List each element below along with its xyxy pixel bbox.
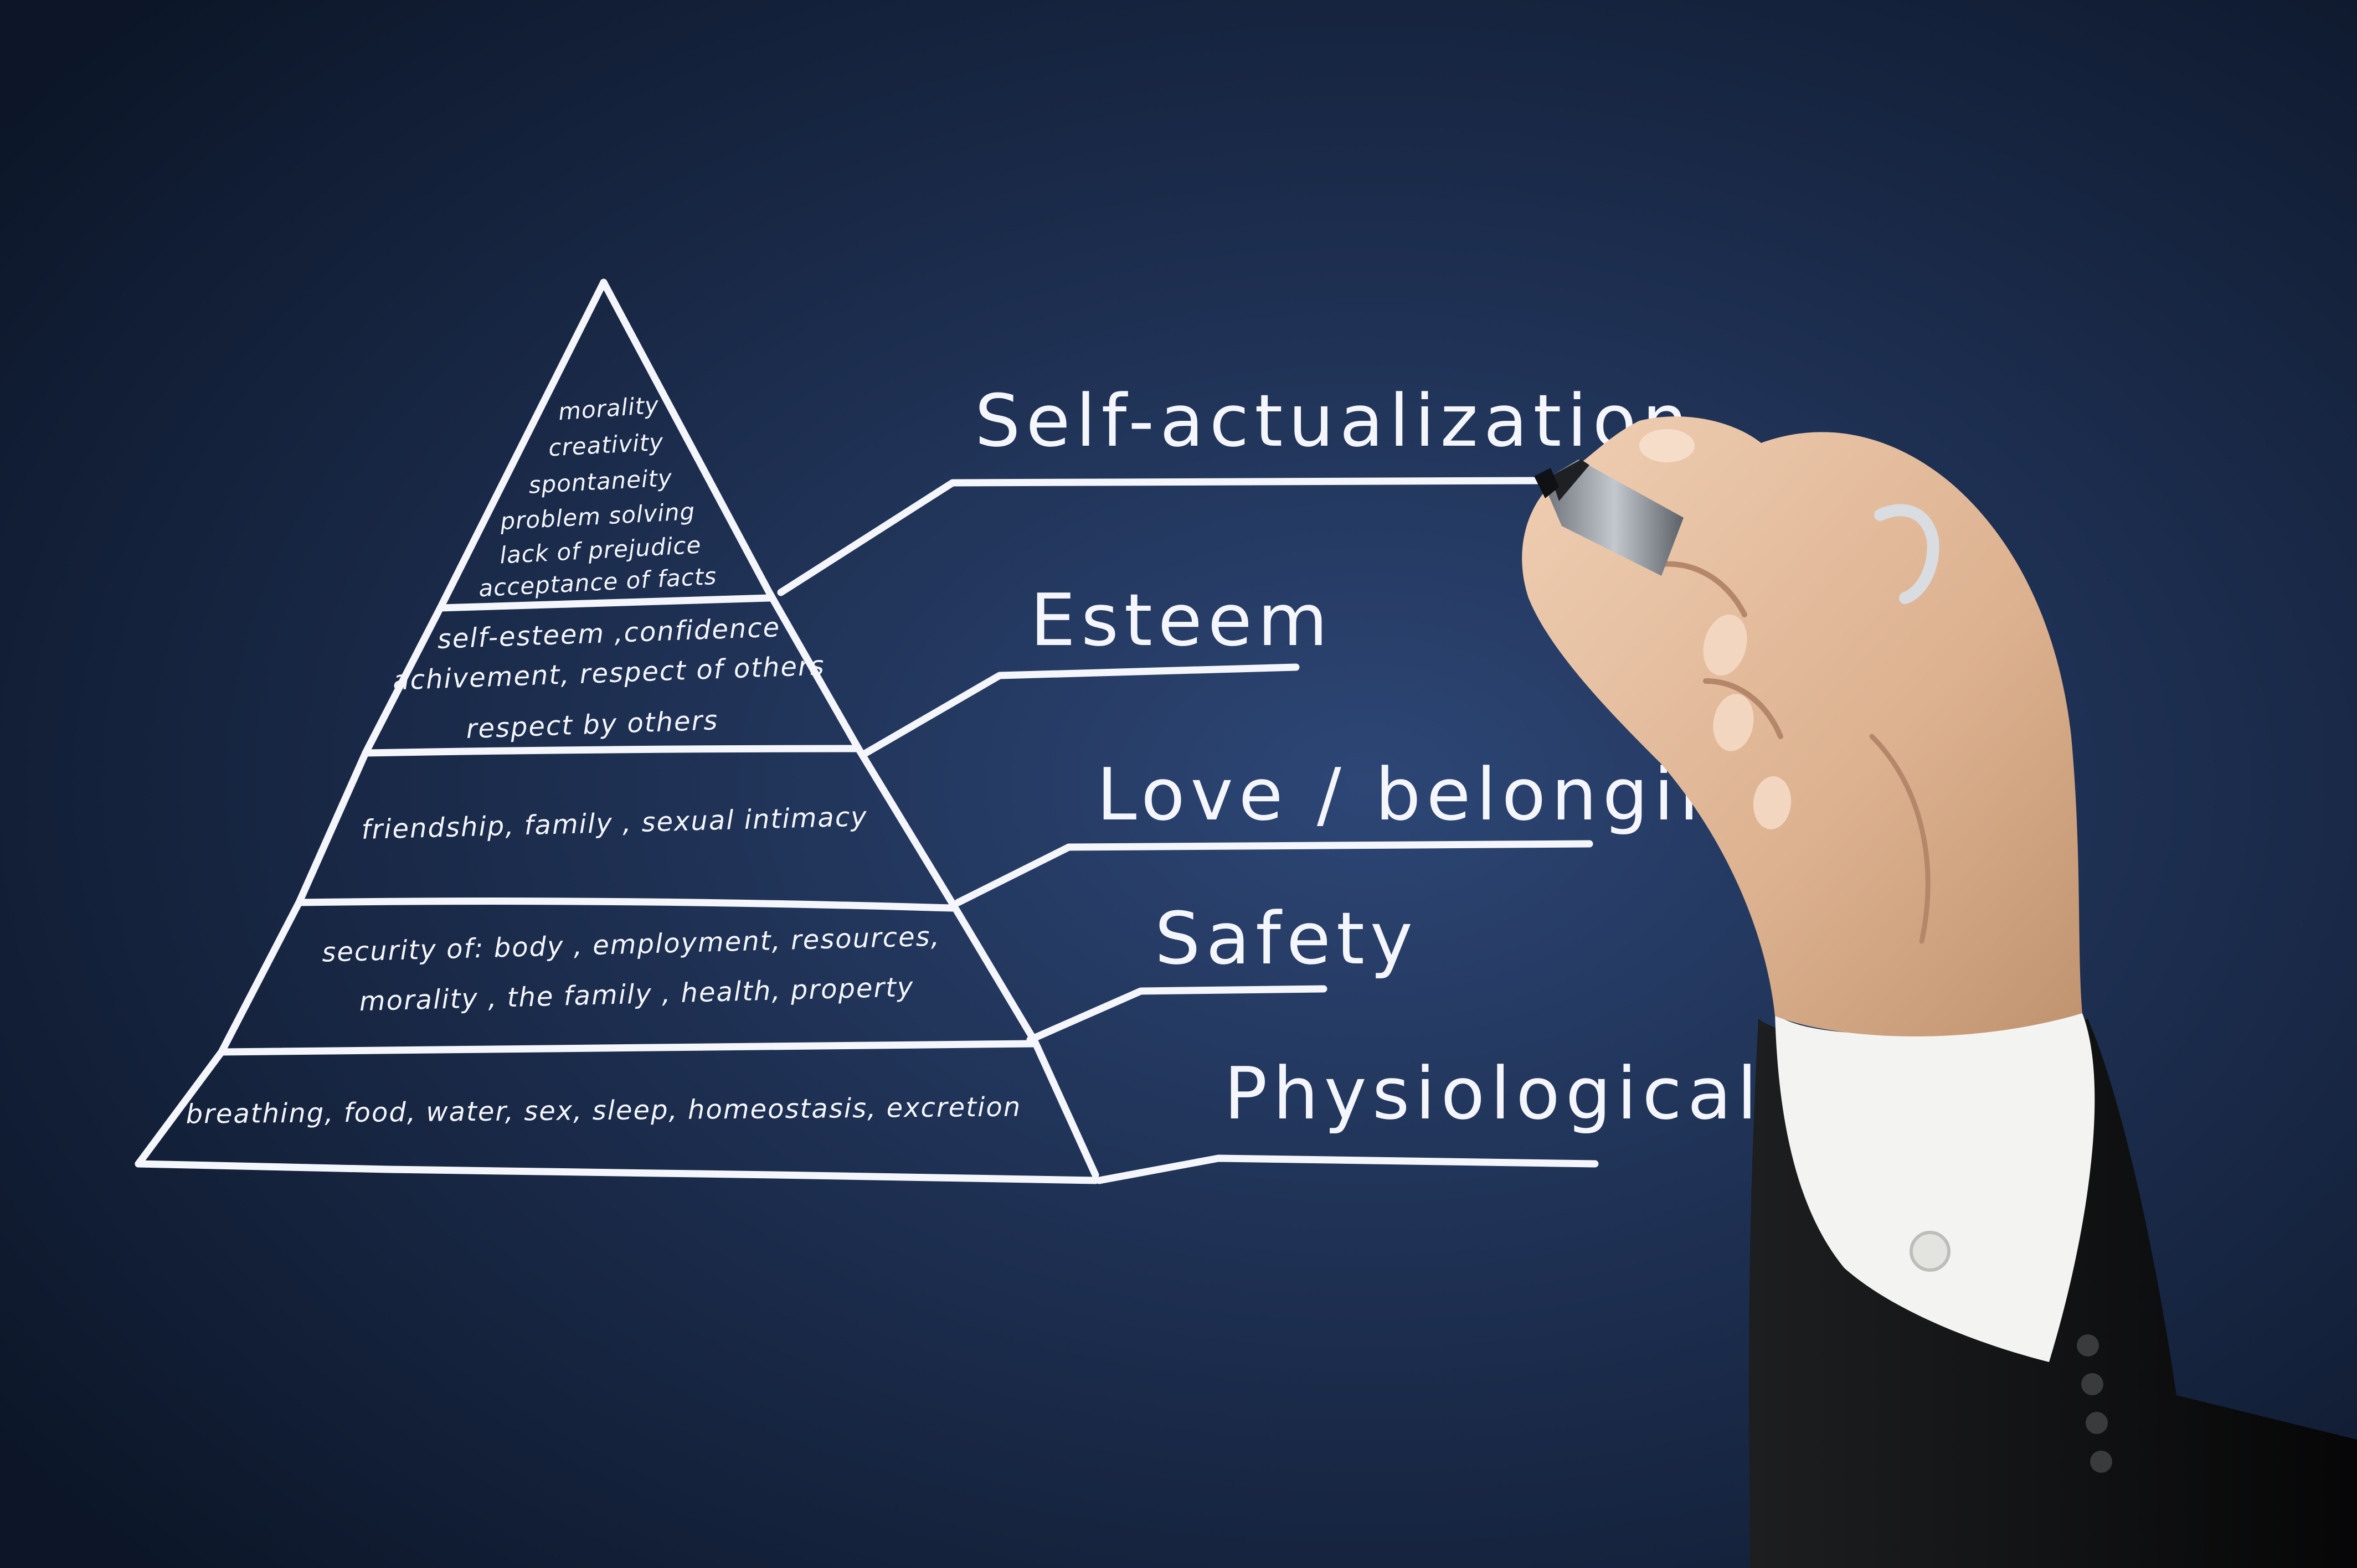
sleeve-button-1 bbox=[2077, 1334, 2099, 1356]
self-actualization-detail-2: creativity bbox=[548, 429, 664, 462]
physiological-detail-1: breathing, food, water, sex, sleep, home… bbox=[186, 1091, 1021, 1129]
label-love-belonging: Love / belonging bbox=[1097, 752, 1782, 837]
divider-1 bbox=[436, 594, 774, 612]
marker-tip bbox=[1534, 468, 1559, 498]
divider-3 bbox=[295, 898, 956, 912]
pyramid bbox=[135, 278, 1099, 1184]
sleeve-button-2 bbox=[2081, 1373, 2103, 1395]
cuff-button bbox=[1910, 1231, 1951, 1272]
level-labels: Self-actualization Esteem Love / belongi… bbox=[975, 379, 1782, 1136]
marker-pen bbox=[1534, 460, 1684, 576]
palm-crease bbox=[1869, 734, 1931, 944]
sleeve-button-4 bbox=[2090, 1451, 2112, 1473]
connector-physiological bbox=[1095, 1154, 1599, 1184]
marker-body bbox=[1545, 460, 1684, 576]
thumbnail bbox=[1639, 429, 1695, 462]
label-esteem: Esteem bbox=[1030, 578, 1333, 662]
connector-safety bbox=[1026, 985, 1327, 1044]
connector-lines bbox=[777, 477, 1599, 1184]
ring bbox=[1874, 504, 1939, 604]
marker-grip bbox=[1551, 460, 1589, 501]
label-physiological: Physiological bbox=[1224, 1051, 1763, 1136]
connector-love-belonging bbox=[954, 840, 1593, 906]
fingernail-3 bbox=[1753, 776, 1792, 829]
connector-esteem bbox=[860, 663, 1300, 758]
knuckle-crease-2 bbox=[1703, 678, 1783, 739]
sleeve-button-3 bbox=[2086, 1412, 2108, 1434]
pyramid-right-edge bbox=[600, 278, 1099, 1179]
shirt-cuff bbox=[1775, 1013, 2095, 1362]
connector-self-actualization bbox=[777, 477, 1543, 596]
fingernail-1 bbox=[1703, 615, 1747, 675]
knuckle-crease-1 bbox=[1653, 561, 1747, 617]
divider-4 bbox=[218, 1040, 1038, 1056]
pyramid-left-edge bbox=[135, 278, 608, 1168]
label-self-actualization: Self-actualization bbox=[975, 379, 1694, 463]
label-safety: Safety bbox=[1155, 896, 1418, 981]
pyramid-base bbox=[135, 1160, 1099, 1184]
hand-holding-marker-icon bbox=[1522, 416, 2357, 1568]
divider-2 bbox=[362, 745, 862, 757]
fingernail-2 bbox=[1713, 694, 1754, 751]
